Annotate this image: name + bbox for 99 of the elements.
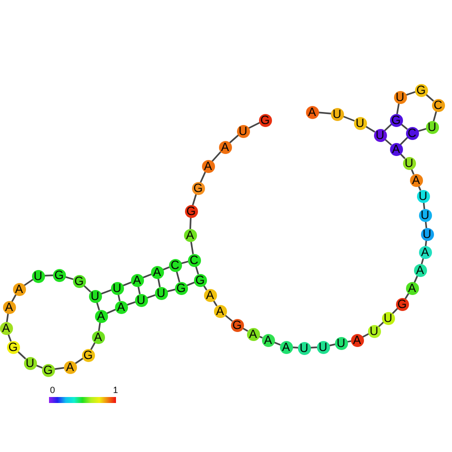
nucleotide-circle: U bbox=[154, 286, 168, 300]
nucleotide-circle: U bbox=[382, 312, 394, 324]
nucleotide-circle: A bbox=[184, 228, 196, 242]
nucleotide-circle: G bbox=[258, 114, 272, 126]
nucleotide-circle: G bbox=[414, 84, 428, 96]
nucleotide-circle: G bbox=[396, 298, 408, 310]
nucleotide-circle: A bbox=[130, 274, 144, 286]
backbone-line bbox=[157, 278, 161, 288]
nucleotide-circle: U bbox=[420, 228, 434, 240]
nucleotide-circle: A bbox=[0, 322, 12, 334]
backbone-line bbox=[6, 312, 9, 322]
nucleotide-circle: U bbox=[110, 282, 124, 294]
backbone-line bbox=[126, 301, 136, 306]
nucleotide-circle: U bbox=[394, 90, 406, 104]
backbone-line bbox=[146, 294, 156, 299]
nucleotide-circle: A bbox=[202, 160, 214, 172]
backbone-line bbox=[432, 110, 438, 122]
nucleotide-circle: U bbox=[418, 208, 432, 222]
nucleotide-circle: U bbox=[416, 190, 430, 202]
nucleotide-circle: A bbox=[92, 330, 104, 344]
nucleotide-circle: G bbox=[6, 340, 20, 354]
nucleotide-circle: A bbox=[280, 340, 292, 354]
nucleotide-circle: A bbox=[64, 360, 76, 374]
nucleotide-circle: A bbox=[410, 174, 422, 186]
nucleotide-circle: A bbox=[306, 106, 318, 118]
nucleotide-circle: U bbox=[330, 108, 344, 120]
nucleotide-circle: A bbox=[94, 310, 108, 322]
nucleotide-circle: U bbox=[316, 340, 330, 354]
nucleotide-circle: G bbox=[230, 318, 244, 332]
backbone-line bbox=[190, 240, 194, 254]
backbone-line bbox=[176, 270, 180, 282]
nucleotide-circle: U bbox=[368, 324, 380, 338]
backbone-line bbox=[248, 122, 260, 130]
nucleotide-circle: C bbox=[432, 98, 444, 112]
nucleotide-circle: A bbox=[114, 300, 128, 314]
backbone-line bbox=[98, 322, 101, 332]
nucleotide-circle: G bbox=[174, 282, 188, 294]
nucleotide-circle: A bbox=[390, 142, 402, 156]
nucleotide-circle: G bbox=[42, 364, 54, 376]
nucleotide-circle: C bbox=[168, 258, 182, 272]
backbone-line bbox=[200, 171, 206, 183]
backbone-line bbox=[211, 150, 222, 162]
nucleotide-circle: A bbox=[418, 246, 432, 258]
backbone-line bbox=[54, 367, 64, 370]
nucleotide-circle: U bbox=[426, 120, 438, 134]
backbone-line bbox=[100, 289, 112, 295]
backbone-line bbox=[424, 93, 434, 102]
nucleotide-circle: A bbox=[214, 304, 226, 318]
nucleotide-circle: A bbox=[150, 266, 164, 278]
backbone-line bbox=[192, 194, 198, 206]
nucleotide-circle: U bbox=[402, 156, 416, 170]
nucleotide-circle: A bbox=[204, 288, 216, 302]
nucleotide-circle: U bbox=[334, 336, 348, 350]
backbone-line bbox=[400, 136, 408, 146]
backbone-line bbox=[122, 281, 132, 287]
backbone-line bbox=[364, 125, 376, 133]
backbone-line bbox=[342, 115, 355, 122]
nucleotide-circle: A bbox=[262, 334, 274, 346]
nucleotide-circle: G bbox=[192, 182, 204, 194]
nucleotide-circle: G bbox=[72, 274, 86, 288]
backbone-line bbox=[189, 216, 192, 230]
nucleotide-circle: G bbox=[82, 348, 94, 362]
nucleotide-circle: U bbox=[32, 270, 44, 282]
backbone-line bbox=[82, 284, 92, 292]
backbone-line bbox=[16, 350, 26, 360]
backbone-line bbox=[228, 134, 240, 144]
nucleotide-circle: G bbox=[390, 114, 402, 126]
backbone-line bbox=[224, 314, 233, 322]
backbone-line bbox=[384, 124, 392, 132]
nucleotide-circle: A bbox=[12, 282, 26, 296]
backbone-line bbox=[396, 102, 400, 114]
nucleotide-circle: C bbox=[188, 254, 200, 266]
nucleotide-circle: U bbox=[24, 356, 36, 370]
nucleotide-circle: G bbox=[52, 268, 66, 282]
scale-label: 1 bbox=[113, 386, 118, 395]
nucleotide-circle: U bbox=[236, 124, 250, 138]
nucleotide-circle: C bbox=[406, 126, 418, 140]
nucleotide-circle: G bbox=[194, 274, 206, 286]
nucleotide-circle: U bbox=[354, 116, 366, 130]
backbone-line bbox=[74, 358, 84, 364]
nucleotide-circle: U bbox=[374, 128, 386, 142]
scale-label: 0 bbox=[50, 386, 56, 395]
nucleotide-circle: A bbox=[414, 264, 426, 276]
backbone-line bbox=[384, 138, 392, 146]
backbone-line bbox=[405, 91, 416, 96]
backbone-line bbox=[44, 274, 54, 277]
nucleotide-circle: A bbox=[406, 282, 418, 294]
backbone-line bbox=[106, 308, 116, 314]
backbone-line bbox=[142, 273, 152, 279]
nucleotide-circle: U bbox=[134, 294, 148, 306]
nucleotide-circle: A bbox=[246, 328, 260, 340]
nucleotide-circle: U bbox=[88, 290, 102, 302]
nucleotide-circle: A bbox=[2, 300, 16, 314]
nucleotide-circle: A bbox=[218, 140, 232, 154]
nucleotide-circle: U bbox=[298, 342, 310, 354]
nucleotide-circle: G bbox=[184, 204, 198, 218]
backbone-line bbox=[318, 112, 332, 114]
nucleotide-circle: A bbox=[350, 334, 364, 346]
backbone-line bbox=[24, 278, 34, 286]
